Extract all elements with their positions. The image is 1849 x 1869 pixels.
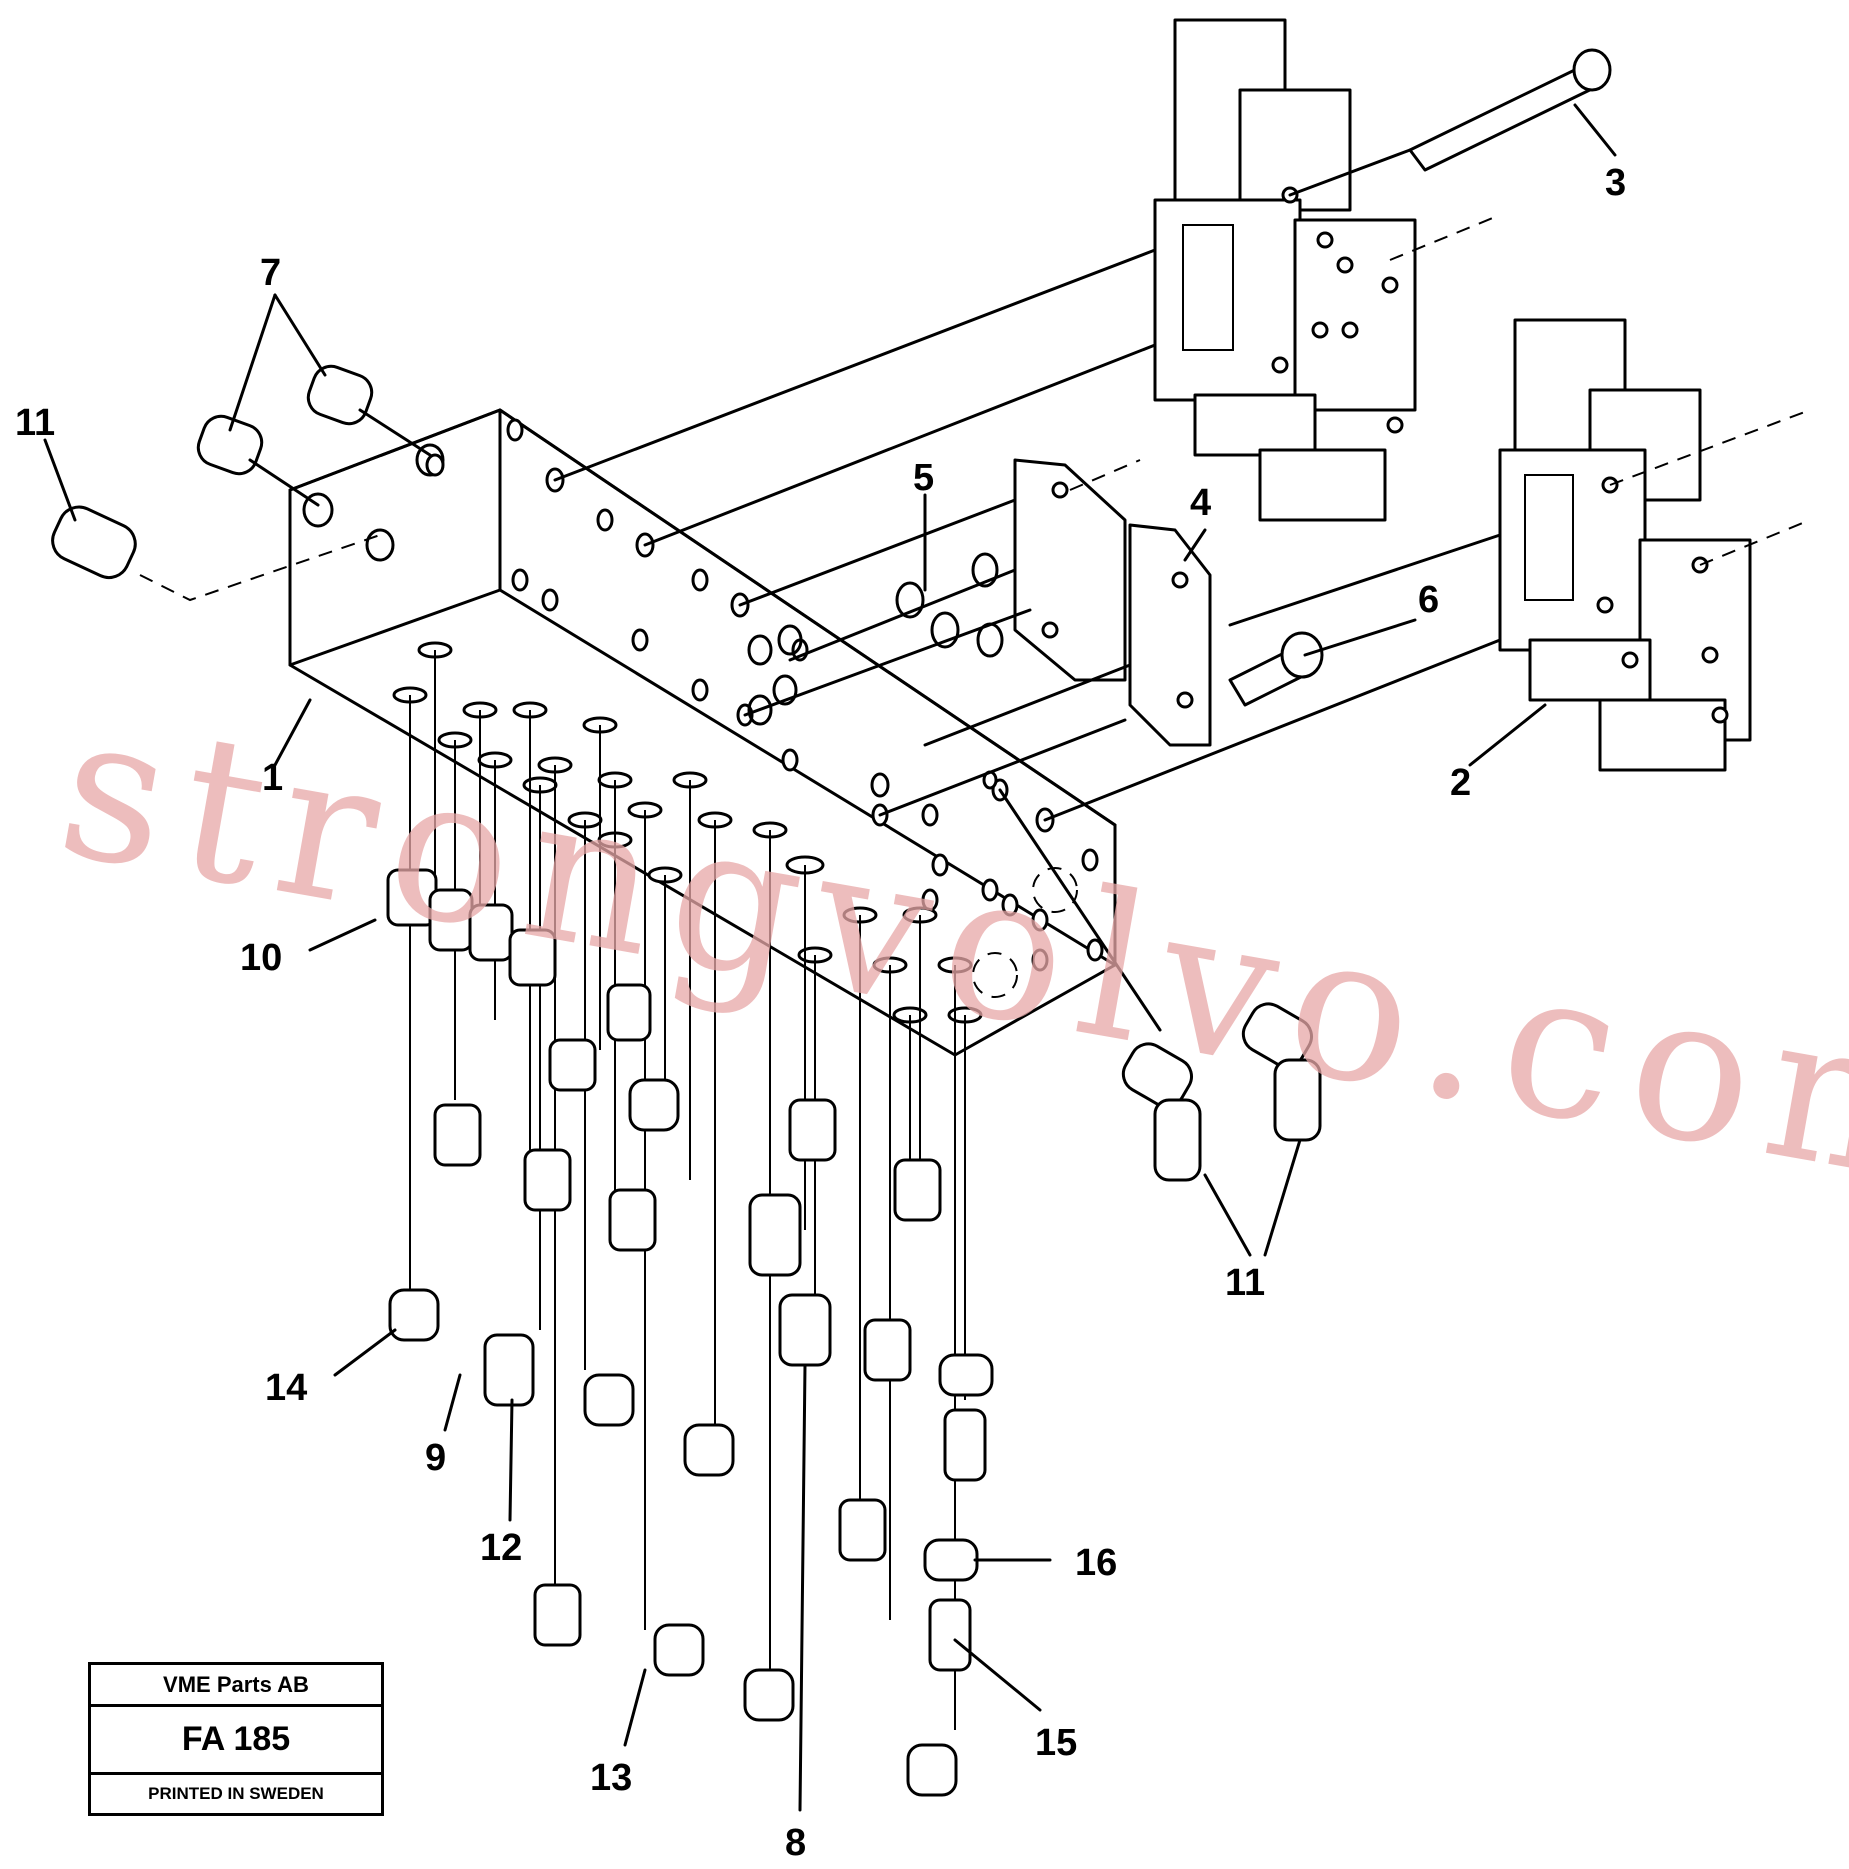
callout-14: 14: [265, 1367, 307, 1409]
o-rings-5: [747, 552, 1004, 726]
bolt-6: [1228, 631, 1324, 707]
end-plugs-7: [196, 364, 432, 507]
callouts: 1 2 3 4 5 6 7 8 9 10 11 11 12 13 14 15 1…: [15, 162, 1626, 1864]
assembly-lines: [553, 214, 1811, 1032]
callout-6: 6: [1418, 579, 1439, 621]
callout-15: 15: [1035, 1722, 1077, 1764]
callout-10: 10: [240, 937, 282, 979]
callout-12: 12: [480, 1527, 522, 1569]
callout-2: 2: [1450, 762, 1471, 804]
solenoid-valve-lower: [1498, 318, 1752, 772]
title-block-printed: PRINTED IN SWEDEN: [148, 1784, 324, 1803]
title-block-company: VME Parts AB: [91, 1665, 381, 1707]
adapter-plate-4: [1013, 458, 1212, 747]
callout-4: 4: [1190, 482, 1211, 524]
callout-11-left: 11: [15, 402, 55, 444]
fitting-bodies: [386, 868, 994, 1797]
port-fittings: [386, 650, 994, 1797]
callout-11-right: 11: [1225, 1262, 1265, 1304]
bolt-3: [1288, 48, 1612, 197]
callout-3: 3: [1605, 162, 1626, 204]
solenoid-valve-upper: [1153, 18, 1417, 522]
title-block-drawing-code: FA 185: [91, 1707, 381, 1775]
callout-7: 7: [260, 252, 281, 294]
elbow-fittings-11: [51, 505, 1322, 1257]
callout-5: 5: [913, 457, 934, 499]
callout-16: 16: [1075, 1542, 1117, 1584]
callout-1: 1: [262, 757, 283, 799]
block-end-holes: [302, 443, 445, 562]
callout-13: 13: [590, 1757, 632, 1799]
callout-9: 9: [425, 1437, 446, 1479]
title-block: VME Parts AB FA 185 PRINTED IN SWEDEN: [88, 1662, 384, 1816]
leader-lines: [43, 103, 1617, 1812]
callout-8: 8: [785, 1822, 806, 1864]
